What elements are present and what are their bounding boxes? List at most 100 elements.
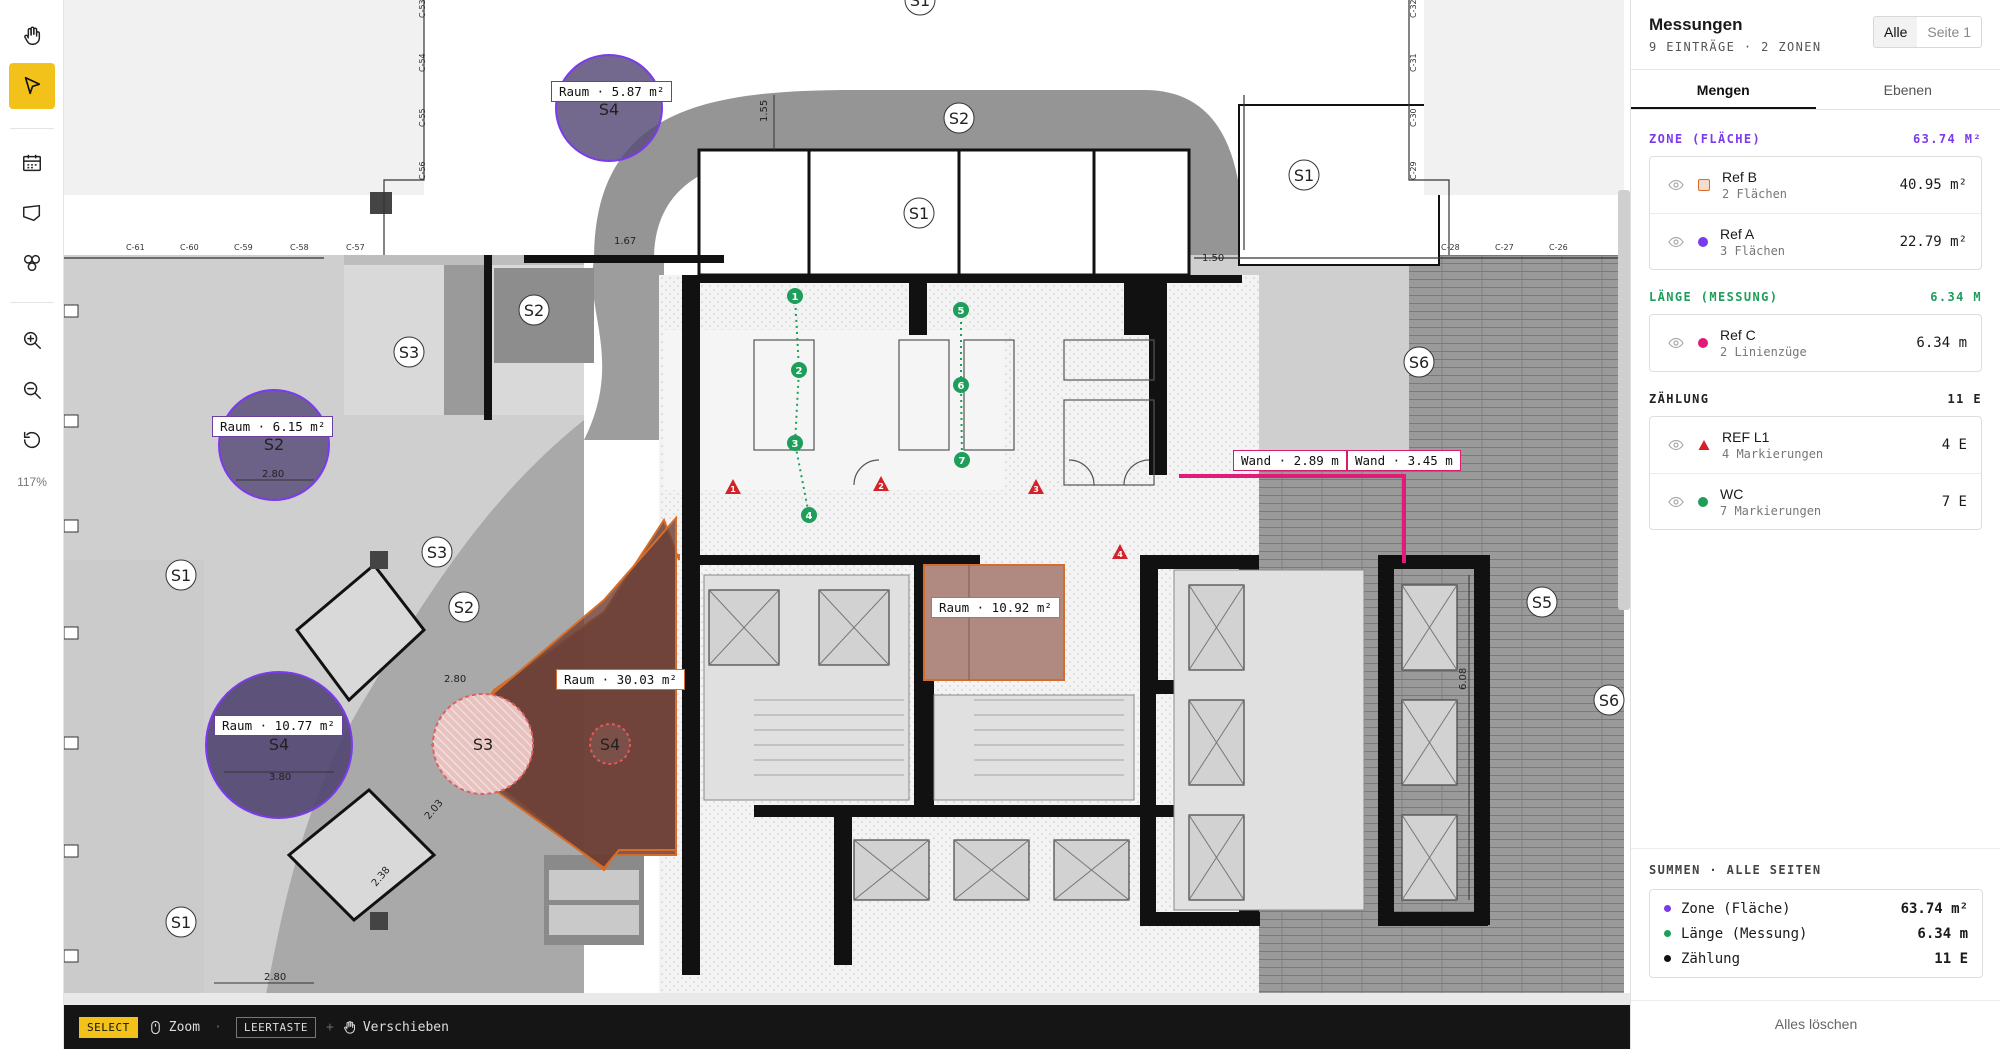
dot-swatch-icon [1698,496,1708,507]
calendar-icon [23,154,41,172]
eye-icon[interactable] [1668,437,1684,453]
column-label: C-57 [346,243,365,252]
eye-icon[interactable] [1668,335,1684,351]
eye-icon[interactable] [1668,234,1684,250]
ref-marker [725,479,741,494]
dimension-text: 1.55 [759,100,770,122]
zoom-out-button[interactable] [9,367,55,413]
column-label: C-54 [418,53,427,72]
totals-row-name: Zone (Fläche) [1681,900,1791,917]
vertical-scrollbar[interactable] [1618,190,1630,610]
wc-marker [787,288,803,304]
eye-icon[interactable] [1668,494,1684,510]
wc-marker-label: 7 [959,456,966,467]
totals-row: Zone (Fläche) 63.74 m² [1664,896,1968,921]
clear-all-button[interactable]: Alles löschen [1631,1000,2000,1049]
triangle-swatch-icon [1698,440,1710,450]
item-name: WC [1720,485,1744,502]
totals-row-name: Zählung [1681,950,1741,967]
wc-marker [954,452,970,468]
totals-row-name: Länge (Messung) [1681,925,1808,942]
zone-label-raum-5[interactable]: Raum · 10.92 m² [931,597,1060,618]
zone-label: S3 [399,343,419,362]
item-desc: 2 Flächen [1722,187,1788,201]
column-label: C-27 [1495,243,1514,252]
count-tool-button[interactable] [9,240,55,286]
ref-marker-label: 4 [1117,550,1123,559]
column-label: C-56 [418,161,427,180]
totals-row: Länge (Messung) 6.34 m [1664,921,1968,946]
rotate-icon [23,431,41,449]
reset-view-button[interactable] [9,417,55,463]
zone-label: S1 [1294,166,1314,185]
zone-label: S6 [1409,353,1429,372]
wall-label-1[interactable]: Wand · 2.89 m [1233,450,1347,471]
zone-label: S3 [473,735,493,754]
zone-label: S5 [1532,593,1552,612]
zone-label: S2 [454,598,474,617]
scope-page-button[interactable]: Seite 1 [1927,24,1971,40]
totals-row-value: 63.74 m² [1900,900,1968,917]
separator-dot: · [214,1019,222,1035]
left-toolbar: 117% [0,0,64,1049]
item-desc: 2 Linienzüge [1720,345,1807,359]
dimension-text: 1.50 [1202,253,1224,264]
column-label: C-26 [1549,243,1568,252]
item-desc: 4 Markierungen [1722,447,1824,461]
wall-label-2[interactable]: Wand · 3.45 m [1347,450,1461,471]
zone-label: S1 [171,913,191,932]
length-section-label: LÄNGE (MESSUNG) [1649,290,1779,304]
zoom-in-button[interactable] [9,317,55,363]
column-label: C-53 [418,0,427,18]
zone-label-raum-3[interactable]: Raum · 10.77 m² [214,715,343,736]
column-label: C-30 [1409,108,1418,127]
plan-canvas[interactable]: S1 S2 S1 S1 S2 S3 S3 S1 S2 S6 S5 S6 S1 S… [64,0,1630,1005]
column-label: C-60 [180,243,199,252]
zone-label-raum-4[interactable]: Raum · 30.03 m² [556,669,685,690]
zone-label: S3 [427,543,447,562]
ref-marker [873,476,889,491]
ref-marker-label: 2 [878,482,884,491]
totals-row-value: 6.34 m [1917,925,1968,942]
cursor-icon [24,76,41,95]
zone-label-raum-2[interactable]: Raum · 6.15 m² [212,416,334,437]
ref-marker [1028,479,1044,494]
dot-swatch-icon [1698,236,1708,247]
item-value: 40.95 m² [1899,177,1967,193]
tab-layers[interactable]: Ebenen [1883,82,1932,98]
zone-label-raum-1[interactable]: Raum · 5.87 m² [551,81,673,102]
tab-quantities[interactable]: Mengen [1631,70,1816,109]
item-name: Ref A [1720,225,1755,242]
space-key-badge: LEERTASTE [235,1016,316,1038]
zone-label: S2 [949,109,969,128]
ref-marker-label: 3 [1033,485,1039,494]
select-tool-button[interactable] [9,63,55,109]
column-label: C-55 [418,108,427,127]
zone-section-header: ZONE (FLÄCHE) 63.74 M² [1631,132,2000,146]
dot-swatch-icon [1698,338,1708,348]
item-value: 6.34 m [1916,335,1967,351]
item-desc: 3 Flächen [1720,243,1786,258]
zoom-hint-label: Zoom [168,1019,201,1035]
calendar-tool-button[interactable] [9,140,55,186]
wc-marker [953,302,969,318]
horizontal-scrollbar[interactable] [64,993,1630,1005]
scope-all-button[interactable]: Alle [1874,17,1918,47]
count-section-label: ZÄHLUNG [1649,392,1710,406]
zone-label: S2 [264,435,284,454]
area-tool-button[interactable] [9,190,55,236]
totals-card: Zone (Fläche) 63.74 m² Länge (Messung) 6… [1649,889,1983,978]
panel-tabs: Mengen Ebenen [1631,70,2000,110]
wc-markers [787,288,970,523]
dot-icon [1664,930,1671,937]
hand-tool-button[interactable] [9,13,55,59]
dimension-text: 2.80 [262,469,284,480]
panel-header: Messungen 9 EINTRÄGE · 2 ZONEN Alle Seit… [1631,0,2000,70]
eye-icon[interactable] [1668,177,1684,193]
